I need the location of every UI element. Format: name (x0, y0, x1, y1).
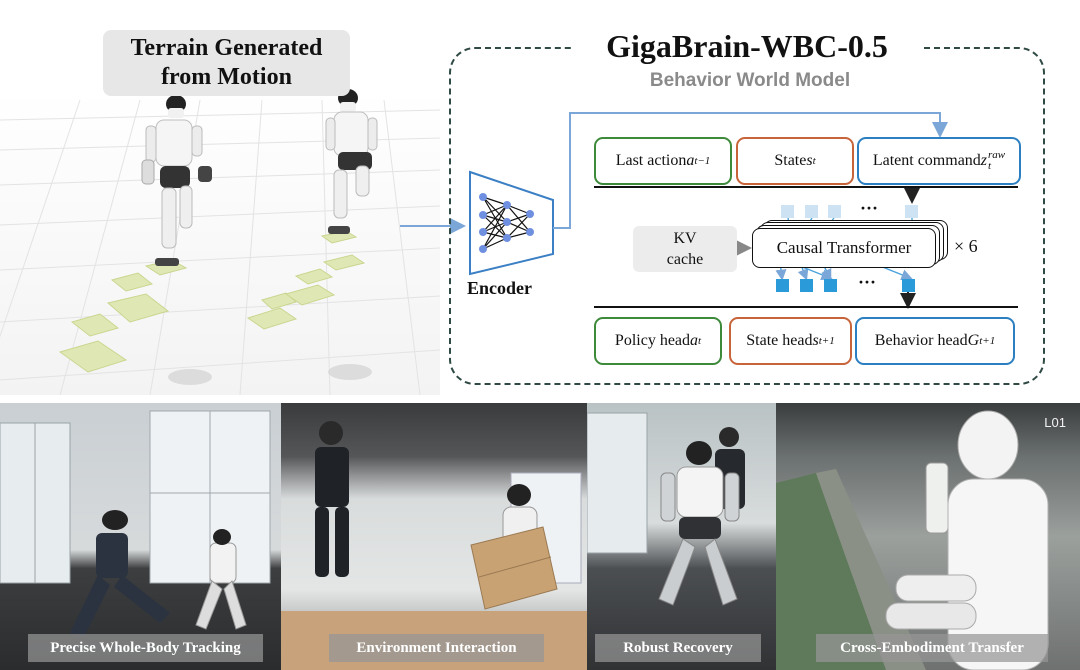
output-token (902, 279, 915, 292)
behavior-head-var: G (967, 332, 980, 349)
terrain-title-line2: from Motion (161, 64, 292, 90)
caption-interaction: Environment Interaction (329, 634, 544, 662)
camera-badge: L01 (1044, 415, 1066, 430)
humanoid-robot-1 (141, 95, 212, 266)
behavior-head-sub: t+1 (979, 335, 996, 347)
state-head-sub: t+1 (818, 335, 835, 347)
recovery-scene (587, 412, 745, 606)
kv-cache-line1: KV (673, 230, 697, 247)
input-token-ellipsis: ··· (860, 198, 879, 218)
input-token (905, 205, 918, 218)
kv-cache-box: KV cache (633, 226, 737, 272)
photo-environment-interaction: Environment Interaction (281, 403, 587, 670)
input-divider (594, 186, 1018, 188)
state-label: State (774, 152, 807, 169)
encoder-label: Encoder (467, 278, 532, 298)
latent-command-sub: t (988, 160, 992, 172)
model-subtitle: Behavior World Model (649, 70, 851, 91)
input-token (805, 205, 818, 218)
state-var: s (806, 152, 813, 169)
policy-head-var: a (690, 332, 699, 349)
state-head-var: s (812, 332, 819, 349)
output-token-ellipsis: ··· (858, 272, 877, 292)
output-token (800, 279, 813, 292)
caption-embodiment: Cross-Embodiment Transfer (816, 634, 1048, 662)
terrain-title-line1: Terrain Generated (130, 35, 323, 61)
behavior-head-label: Behavior head (874, 332, 968, 349)
terrain-scene (0, 89, 441, 396)
policy-head-label: Policy head (614, 332, 691, 349)
causal-transformer-block: Causal Transformer (752, 228, 936, 268)
output-token (824, 279, 837, 292)
latent-command-label: Latent command (872, 152, 981, 169)
photo-cross-embodiment: L01 Cross-Embodiment Transfer (776, 403, 1080, 670)
last-action-label: Last action (615, 152, 687, 169)
last-action-sub: t−1 (694, 155, 711, 167)
terrain-panel (0, 0, 441, 396)
terrain-title: Terrain Generated from Motion (103, 30, 350, 96)
embodiment-scene (776, 410, 1049, 670)
encoder-to-latent-arrow (553, 112, 948, 229)
state-head-label: State head (746, 332, 813, 349)
model-title: GigaBrain-WBC-0.5 (572, 26, 922, 66)
repeat-label: × 6 (954, 236, 978, 256)
floor-grid (0, 99, 441, 396)
interaction-scene (281, 421, 587, 670)
output-divider (594, 306, 1018, 308)
caption-tracking: Precise Whole-Body Tracking (28, 634, 263, 662)
last-action-var: a (686, 152, 695, 169)
latent-command-sup: raw (988, 149, 1006, 161)
kv-cache-line2: cache (666, 251, 704, 268)
input-token (781, 205, 794, 218)
neural-net-icon (479, 193, 534, 253)
caption-recovery: Robust Recovery (595, 634, 761, 662)
architecture-connectors (400, 112, 948, 309)
output-token (776, 279, 789, 292)
policy-head-sub: t (698, 335, 702, 347)
terrain-tiles (58, 230, 366, 373)
tracking-scene (0, 410, 271, 637)
latent-command-var: z (980, 152, 988, 169)
state-sub: t (812, 155, 816, 167)
input-token (828, 205, 841, 218)
encoder-block (469, 170, 554, 276)
photo-robust-recovery: Robust Recovery (587, 403, 776, 670)
photo-whole-body-tracking: Precise Whole-Body Tracking (0, 403, 283, 670)
